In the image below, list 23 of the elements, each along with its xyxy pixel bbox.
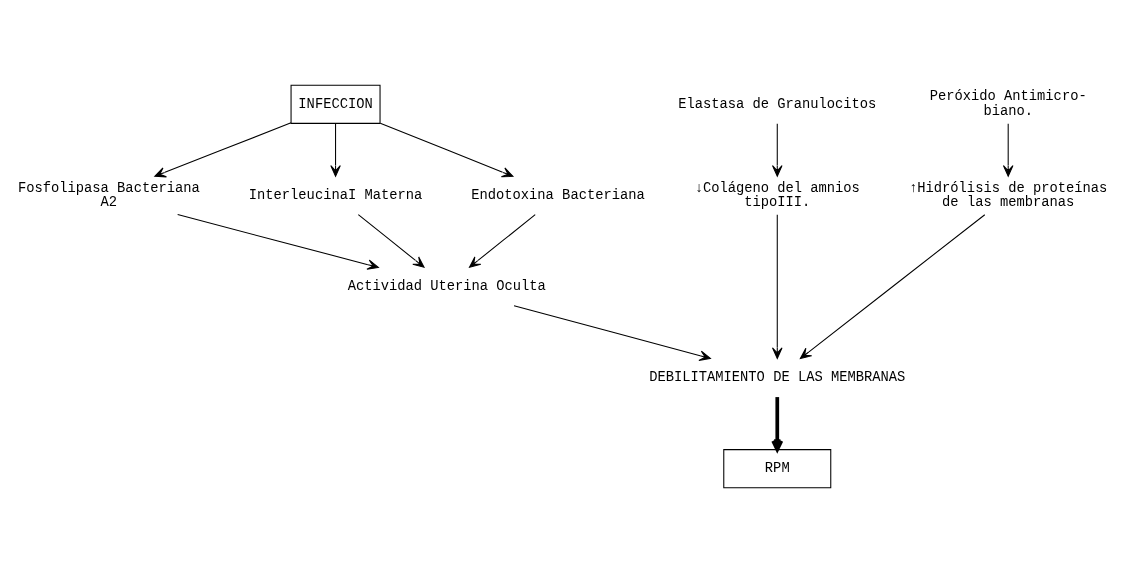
arrow (330, 123, 341, 177)
node-box: RPM (723, 449, 832, 489)
node-text: Fosfolipasa Bacteriana A2 (17, 180, 200, 211)
arrow (513, 305, 711, 361)
node-box: INFECCION (290, 84, 381, 124)
arrow (357, 214, 425, 268)
node-text: ↓Colágeno del amnios tipoIII. (694, 180, 860, 211)
arrow (379, 122, 514, 178)
node-text: Elastasa de Granulocitos (678, 96, 877, 112)
node-text: Actividad Uterina Oculta (347, 279, 546, 295)
arrow (799, 214, 986, 360)
arrow (771, 214, 783, 360)
arrow (177, 214, 379, 270)
node-text: Endotoxina Bacteriana (471, 188, 645, 203)
node-text: DEBILITAMIENTO DE LAS MEMBRANAS (649, 370, 906, 386)
arrow (771, 123, 783, 177)
arrow (469, 214, 536, 268)
arrow (154, 122, 292, 178)
arrow (771, 397, 784, 452)
arrow (1002, 123, 1014, 177)
node-text: InterleucinaI Materna (248, 188, 423, 203)
node-text: ↑Hidrólisis de proteínas de las membranas (909, 180, 1108, 211)
node-text: Peróxido Antimicro- biano. (929, 89, 1087, 120)
